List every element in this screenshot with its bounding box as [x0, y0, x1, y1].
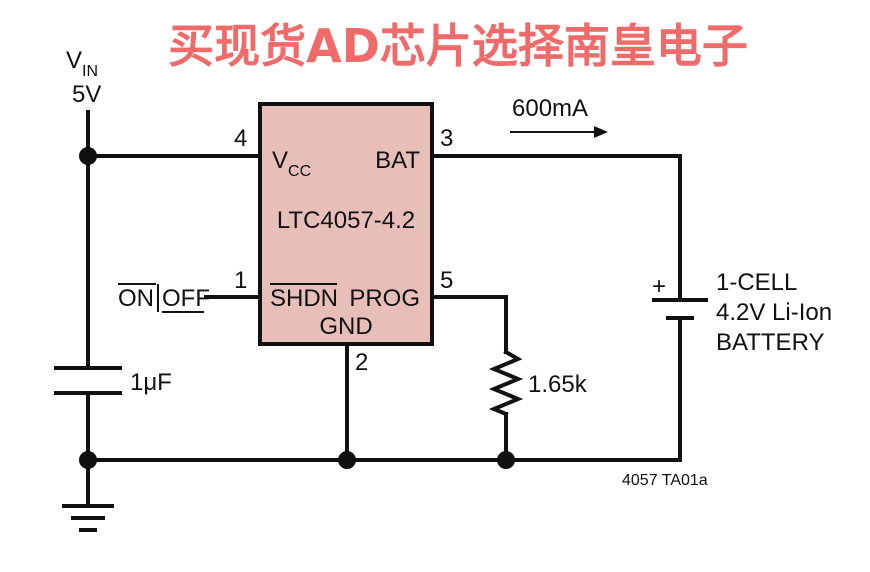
pin-bat-label: BAT — [375, 147, 420, 174]
figure-id: 4057 TA01a — [622, 472, 708, 489]
ground-symbol — [62, 504, 114, 532]
pin-1-number: 1 — [234, 267, 247, 294]
vin-value: 5V — [72, 81, 101, 108]
battery-line3: BATTERY — [716, 329, 824, 356]
capacitor-label: 1μF — [130, 369, 172, 396]
battery-line2: 4.2V Li-Ion — [716, 299, 832, 326]
on-label: ON — [118, 285, 154, 312]
capacitor — [54, 366, 122, 395]
current-label: 600mA — [512, 95, 588, 122]
junction-gnd-left — [79, 451, 97, 469]
chip-name: LTC4057-4.2 — [277, 207, 415, 234]
battery-symbol — [652, 298, 708, 320]
pin-vcc-label: VCC — [272, 147, 311, 180]
pin-4-number: 4 — [234, 125, 247, 152]
banner-text: 买现货AD芯片选择南皇电子 — [168, 19, 748, 73]
pin-shdn-label: SHDN — [270, 285, 338, 312]
pin-5-number: 5 — [440, 267, 453, 294]
resistor-symbol — [488, 349, 524, 417]
off-label: OFF — [162, 285, 210, 312]
current-arrow-icon — [510, 126, 608, 138]
resistor-label: 1.65k — [528, 371, 588, 398]
pin-3-number: 3 — [440, 125, 453, 152]
pin-prog-label: PROG — [349, 285, 420, 312]
vin-label: VIN — [66, 47, 98, 80]
chip-body — [258, 102, 434, 346]
pin-2-number: 2 — [355, 349, 368, 376]
battery-plus: + — [652, 273, 666, 300]
pin-gnd-label: GND — [319, 313, 372, 340]
battery-line1: 1-CELL — [716, 269, 797, 296]
